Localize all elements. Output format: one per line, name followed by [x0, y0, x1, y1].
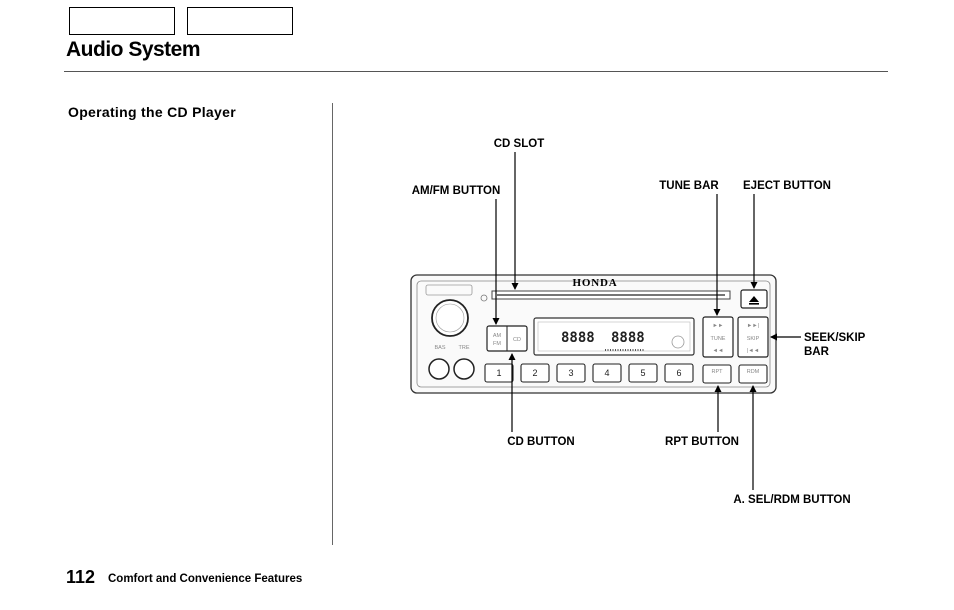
preset-buttons: 1 2 3 4 5 6 — [484, 363, 694, 383]
footer-section-title: Comfort and Convenience Features — [108, 573, 303, 585]
label-eject-button: EJECT BUTTON — [743, 180, 831, 192]
preset-3-label: 3 — [568, 368, 573, 378]
header-tab-box-right — [187, 7, 293, 35]
svg-text:FM: FM — [493, 341, 501, 347]
svg-text:◄◄: ◄◄ — [713, 348, 724, 354]
svg-text:|◄◄: |◄◄ — [747, 348, 759, 354]
svg-text:TRE: TRE — [459, 345, 470, 351]
label-am-fm-button: AM/FM BUTTON — [412, 185, 501, 197]
tune-bar — [702, 316, 734, 358]
treble-knob — [453, 358, 475, 380]
svg-text:BAS: BAS — [434, 345, 445, 351]
section-heading: Operating the CD Player — [68, 104, 236, 120]
svg-text:CD: CD — [513, 337, 521, 343]
right-controls: ►► TUNE ◄◄ ►►| SKIP |◄◄ — [702, 289, 769, 358]
rpt-asel-buttons: RPT RDM — [702, 364, 768, 384]
svg-text:RPT: RPT — [712, 369, 724, 375]
label-cd-button: CD BUTTON — [507, 436, 575, 448]
page-number: 112 — [66, 567, 96, 587]
leader-lines — [492, 152, 801, 490]
rpt-button — [702, 364, 732, 384]
page-title: Audio System — [66, 38, 201, 61]
column-divider — [332, 103, 333, 545]
display-panel: 8888 8888 — [533, 317, 695, 356]
indicator-icon — [480, 294, 488, 302]
title-rule — [64, 71, 888, 72]
svg-text:TUNE: TUNE — [711, 336, 726, 342]
volume-knob — [425, 284, 473, 337]
cd-slot — [491, 290, 731, 300]
seek-skip-bar — [737, 316, 769, 358]
am-fm-cd-buttons: AM FM CD — [486, 325, 528, 352]
svg-text:AM: AM — [493, 333, 502, 339]
label-rpt-button: RPT BUTTON — [665, 436, 739, 448]
a-sel-rdm-button — [738, 364, 768, 384]
preset-6-label: 6 — [676, 368, 681, 378]
honda-logo: HONDA — [573, 277, 618, 289]
bass-knob — [428, 358, 450, 380]
preset-5-label: 5 — [640, 368, 645, 378]
preset-1-label: 1 — [496, 368, 501, 378]
display-frequency: 8888 — [561, 330, 595, 346]
preset-4-label: 4 — [604, 368, 609, 378]
svg-text:RDM: RDM — [747, 369, 760, 375]
preset-2-label: 2 — [532, 368, 537, 378]
label-seek-skip-bar-line1: SEEK/SKIP — [804, 332, 866, 344]
svg-text:SKIP: SKIP — [747, 336, 760, 342]
label-cd-slot: CD SLOT — [494, 138, 544, 150]
svg-text:►►|: ►►| — [747, 323, 759, 329]
eject-icon — [749, 296, 759, 302]
display-channel: 8888 — [611, 330, 645, 346]
label-tune-bar: TUNE BAR — [659, 180, 719, 192]
svg-text:►►: ►► — [713, 323, 724, 329]
label-a-sel-rdm-button: A. SEL/RDM BUTTON — [733, 494, 850, 506]
header-tab-box-left — [69, 7, 175, 35]
label-seek-skip-bar-line2: BAR — [804, 346, 830, 358]
tone-knobs: BAS TRE — [428, 345, 475, 380]
